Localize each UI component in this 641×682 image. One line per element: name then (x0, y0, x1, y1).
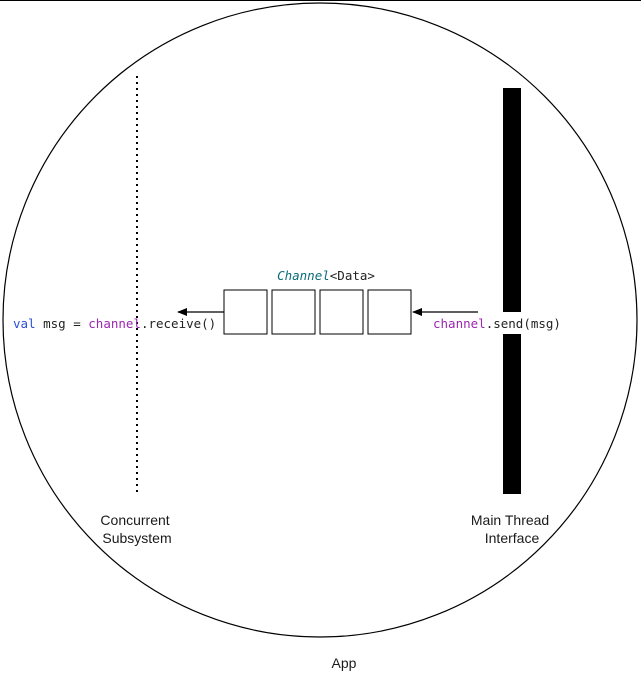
channel-queue (223, 289, 412, 335)
main-thread-bar-bottom (503, 334, 521, 494)
main-thread-interface-label: Main Thread Interface (471, 512, 553, 546)
concurrent-subsystem-label-line1: Concurrent (100, 512, 169, 528)
app-container-circle (2, 2, 638, 638)
main-thread-interface-label-line1: Main Thread (471, 512, 549, 528)
concurrent-subsystem-label-line2: Subsystem (102, 530, 171, 546)
send-code: channel.send(msg) (433, 316, 561, 331)
queue-slot (223, 289, 268, 335)
queue-slot (367, 289, 412, 335)
queue-slot (271, 289, 316, 335)
channel-type-label: Channel<Data> (277, 268, 375, 283)
main-thread-bar-top (503, 88, 521, 312)
app-container-label: App (332, 655, 357, 671)
receive-code: val msg = channel.receive() (13, 316, 216, 331)
main-thread-interface-label-line2: Interface (485, 530, 540, 546)
concurrent-subsystem-label: Concurrent Subsystem (100, 512, 173, 546)
queue-slot (319, 289, 364, 335)
